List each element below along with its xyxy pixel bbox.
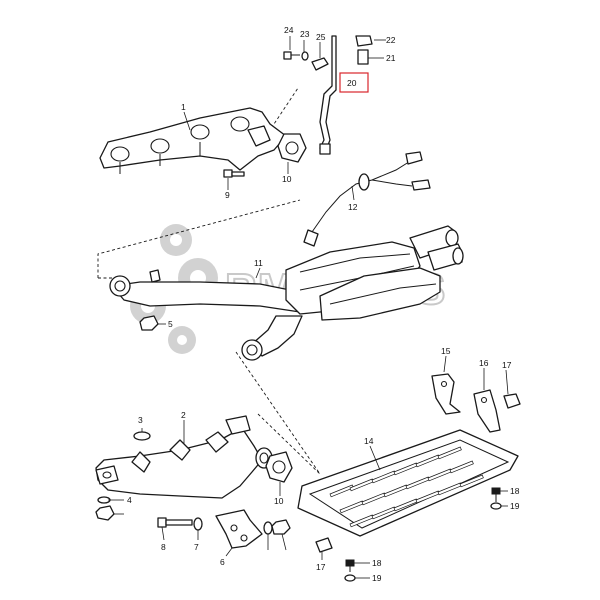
catalytic-converter-assembly[interactable]	[109, 225, 464, 361]
bolt-8[interactable]	[157, 517, 193, 528]
bolt-18-lower[interactable]	[345, 559, 355, 572]
washer-23[interactable]	[301, 51, 309, 61]
callout-19-right[interactable]: 19	[510, 501, 520, 511]
oxygen-sensor-pipe[interactable]	[319, 35, 337, 155]
stud-bolt-9[interactable]	[223, 169, 245, 178]
heat-shield[interactable]	[297, 429, 519, 537]
callout-labels[interactable]: 1 2 3 4 5 6 7 8 9 10 10 11 12 14 15 16 1…	[127, 25, 520, 583]
bracket-6[interactable]	[215, 509, 263, 549]
callout-1[interactable]: 1	[181, 102, 186, 112]
clip-17-right[interactable]	[503, 393, 521, 409]
callout-9[interactable]: 9	[225, 190, 230, 200]
callout-22[interactable]: 22	[386, 35, 396, 45]
dashed-guides	[97, 87, 321, 475]
bolt-24[interactable]	[283, 51, 300, 60]
callout-21[interactable]: 21	[386, 53, 396, 63]
bracket-16[interactable]	[473, 389, 501, 433]
bracket-15[interactable]	[431, 373, 461, 415]
flange-gasket-upper[interactable]	[277, 133, 307, 163]
callout-17-lower[interactable]: 17	[316, 562, 326, 572]
exhaust-manifold-lower[interactable]	[95, 415, 273, 499]
clamp-22[interactable]	[355, 35, 373, 47]
nut-5[interactable]	[139, 315, 159, 331]
callout-12[interactable]: 12	[348, 202, 358, 212]
nut-5-lower[interactable]	[95, 505, 115, 521]
leader-lines	[108, 36, 509, 579]
nut-5-b[interactable]	[271, 519, 291, 535]
clip-17-lower[interactable]	[315, 537, 333, 553]
bolt-18-right[interactable]	[491, 487, 501, 502]
callout-7[interactable]: 7	[194, 542, 199, 552]
exhaust-manifold-upper[interactable]	[99, 107, 287, 174]
callout-16[interactable]: 16	[479, 358, 489, 368]
callout-10-upper[interactable]: 10	[282, 174, 292, 184]
callout-2[interactable]: 2	[181, 410, 186, 420]
gasket-3[interactable]	[133, 431, 151, 441]
flange-gasket-lower[interactable]	[265, 451, 293, 483]
callout-15[interactable]: 15	[441, 346, 451, 356]
washer-7b[interactable]	[263, 521, 273, 535]
callout-10-lower[interactable]: 10	[274, 496, 284, 506]
callout-14[interactable]: 14	[364, 436, 374, 446]
washer-19-right[interactable]	[490, 502, 502, 510]
callout-4[interactable]: 4	[127, 495, 132, 505]
callout-3[interactable]: 3	[138, 415, 143, 425]
callout-25[interactable]: 25	[316, 32, 326, 42]
callout-18-right[interactable]: 18	[510, 486, 520, 496]
callout-18-lower[interactable]: 18	[372, 558, 382, 568]
callout-8[interactable]: 8	[161, 542, 166, 552]
callout-17-right[interactable]: 17	[502, 360, 512, 370]
sleeve-21[interactable]	[357, 49, 369, 65]
heat-shield-slots	[329, 446, 484, 528]
selected-callout-frame	[339, 72, 369, 93]
callout-11[interactable]: 11	[254, 258, 263, 268]
washer-7[interactable]	[193, 517, 203, 531]
washer-19-lower[interactable]	[344, 574, 356, 582]
callout-5[interactable]: 5	[168, 319, 173, 329]
callout-19-lower[interactable]: 19	[372, 573, 382, 583]
callout-24[interactable]: 24	[284, 25, 294, 35]
clip-25[interactable]	[311, 57, 329, 71]
oxygen-sensor-12[interactable]	[303, 151, 431, 247]
callout-6[interactable]: 6	[220, 557, 225, 567]
callout-23[interactable]: 23	[300, 29, 310, 39]
callout-20[interactable]: 20	[347, 78, 357, 88]
